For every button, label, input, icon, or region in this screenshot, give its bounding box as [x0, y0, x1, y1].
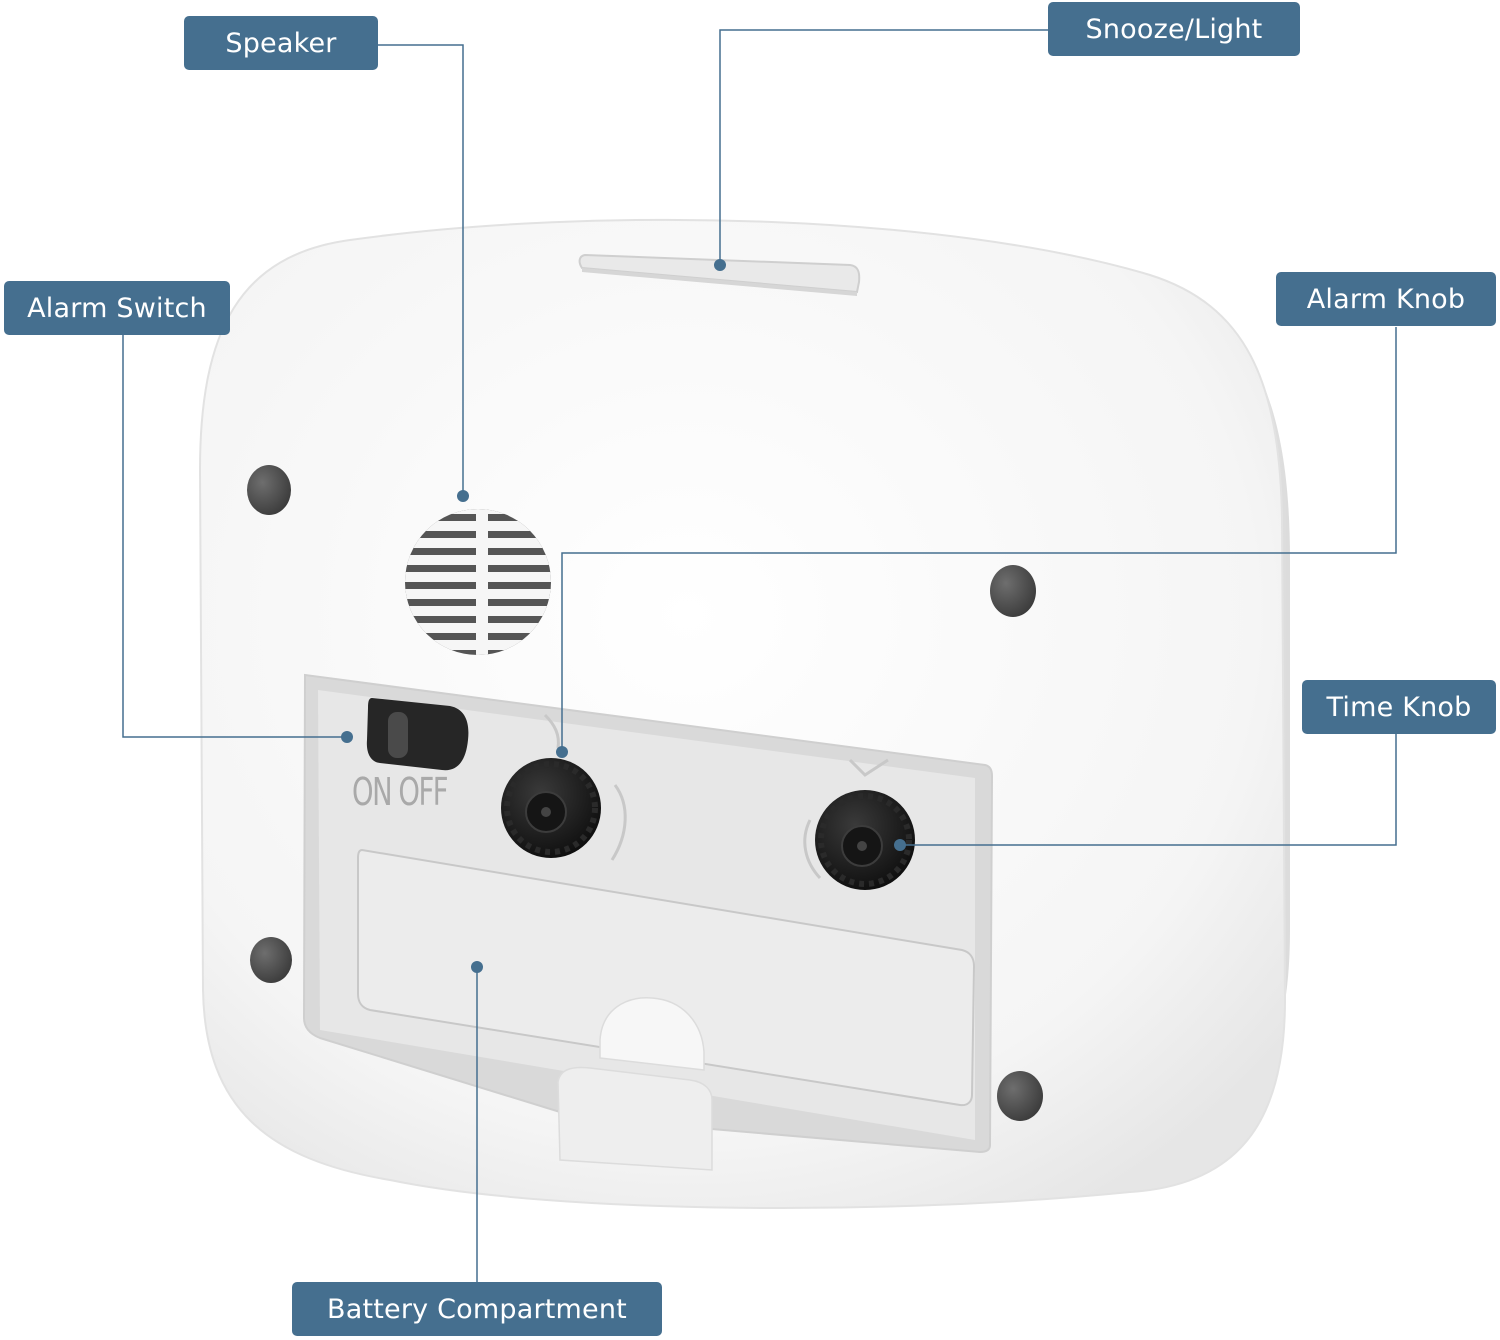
alarm-knob[interactable]: [501, 758, 601, 858]
label-battery-compartment: Battery Compartment: [292, 1282, 662, 1336]
leader-line-time-knob: [900, 734, 1397, 846]
leader-line-speaker: [378, 44, 464, 496]
label-alarm-knob: Alarm Knob: [1276, 272, 1496, 326]
leader-line-snooze: [719, 29, 1048, 265]
rotation-arrow-icon: [543, 713, 889, 880]
alarm-switch[interactable]: [366, 698, 469, 771]
label-snooze-light: Snooze/Light: [1048, 2, 1300, 56]
label-speaker: Speaker: [184, 16, 378, 70]
leader-dot: [341, 731, 353, 743]
leader-dot: [894, 839, 906, 851]
screw-hole: [250, 937, 292, 983]
screw-hole: [997, 1071, 1043, 1121]
label-alarm-switch: Alarm Switch: [4, 281, 230, 335]
leader-dot: [556, 746, 568, 758]
switch-marking: ON OFF: [352, 770, 449, 814]
screw-hole: [990, 565, 1036, 617]
screw-hole: [247, 465, 291, 515]
leader-lines: [122, 29, 1397, 1282]
snooze-light-button[interactable]: [578, 253, 861, 296]
leader-line-alarm-switch: [122, 334, 347, 738]
time-knob[interactable]: [815, 790, 915, 890]
leader-dot: [471, 961, 483, 973]
label-time-knob: Time Knob: [1302, 680, 1496, 734]
leader-dot: [714, 259, 726, 271]
leader-dots: [341, 259, 906, 973]
battery-compartment-cover[interactable]: [357, 848, 976, 1171]
leader-line-alarm-knob: [561, 327, 1397, 752]
leader-dot: [457, 490, 469, 502]
